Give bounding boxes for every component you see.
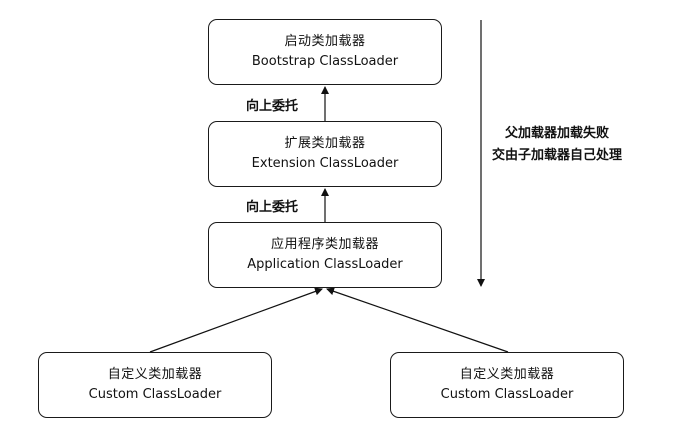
extension-classloader-box: 扩展类加载器 Extension ClassLoader	[208, 121, 442, 187]
application-classloader-en: Application ClassLoader	[247, 257, 403, 272]
custom-classloader-right-zh: 自定义类加载器	[459, 367, 555, 382]
custom-classloader-right-box: 自定义类加载器 Custom ClassLoader	[390, 352, 624, 418]
custom-classloader-left-zh: 自定义类加载器	[107, 367, 203, 382]
arrow-custom-right-to-application	[326, 287, 509, 353]
parent-fail-note-line1: 父加载器加载失败	[505, 126, 610, 141]
extension-classloader-en: Extension ClassLoader	[251, 156, 399, 171]
custom-classloader-right-en: Custom ClassLoader	[440, 387, 574, 402]
extension-classloader-zh: 扩展类加载器	[284, 136, 366, 151]
bootstrap-classloader-box: 启动类加载器 Bootstrap ClassLoader	[208, 19, 442, 85]
bootstrap-classloader-en: Bootstrap ClassLoader	[251, 54, 399, 69]
parent-fail-note: 父加载器加载失败 交由子加载器自己处理	[492, 123, 622, 167]
parent-fail-note-line2: 交由子加载器自己处理	[492, 148, 623, 163]
delegate-up-label-2: 向上委托	[246, 200, 299, 215]
bootstrap-classloader-zh: 启动类加载器	[284, 34, 366, 49]
delegate-up-label-1: 向上委托	[246, 99, 299, 114]
application-classloader-box: 应用程序类加载器 Application ClassLoader	[208, 222, 442, 288]
custom-classloader-left-box: 自定义类加载器 Custom ClassLoader	[38, 352, 272, 418]
application-classloader-zh: 应用程序类加载器	[270, 237, 379, 252]
arrow-custom-left-to-application	[149, 287, 323, 353]
custom-classloader-left-en: Custom ClassLoader	[88, 387, 222, 402]
